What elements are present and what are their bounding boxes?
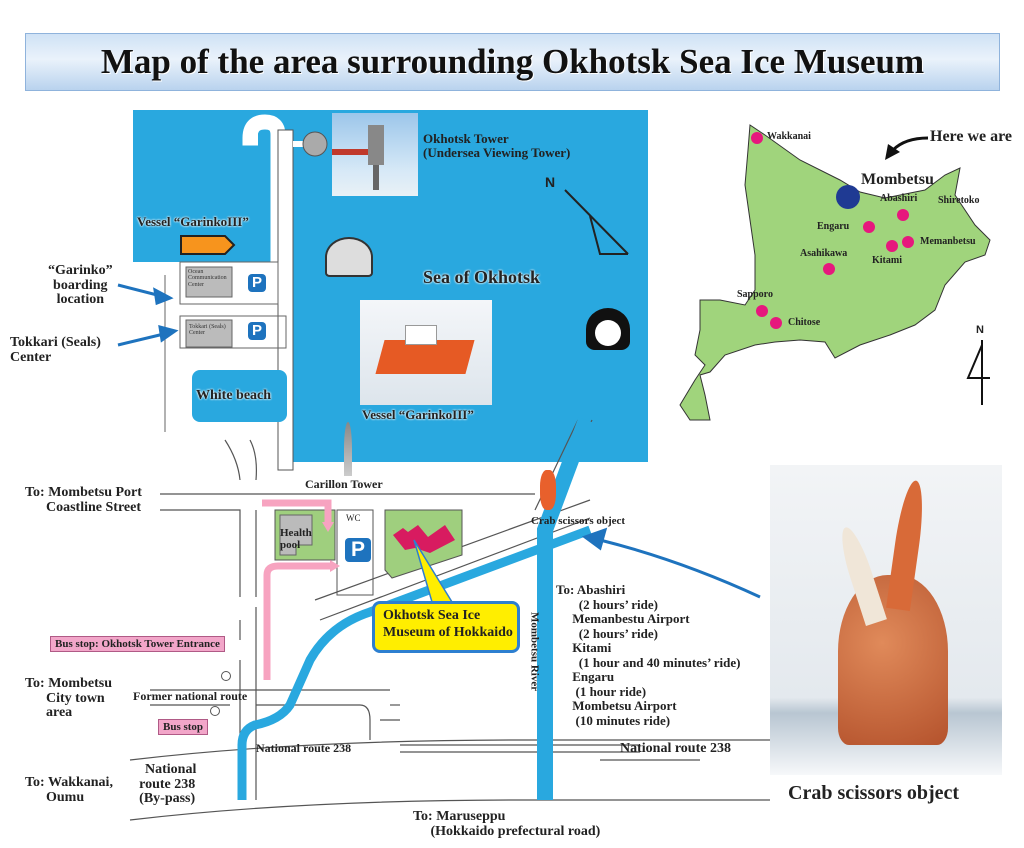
route-arrow-top	[262, 499, 332, 525]
city-engaru: Engaru	[817, 221, 850, 232]
map-title: Map of the area surrounding Okhotsk Sea …	[100, 42, 925, 81]
north-arrow-icon	[966, 340, 990, 405]
label-okhotsk-tower: Okhotsk Tower (Undersea Viewing Tower)	[423, 131, 571, 160]
title-banner: Map of the area surrounding Okhotsk Sea …	[25, 33, 1000, 91]
penguin-icon	[586, 308, 630, 350]
city-wakkanai: Wakkanai	[767, 131, 811, 142]
vessel-icon	[180, 235, 236, 255]
tower-base-icon	[302, 131, 328, 157]
museum-callout: Okhotsk Sea Ice Museum of Hokkaido	[372, 601, 520, 653]
label-crab-object: Crab scissors object	[531, 515, 626, 527]
bus-stop-marker	[221, 671, 231, 681]
museum-building-icon	[393, 525, 455, 553]
seal-icon	[325, 237, 373, 277]
parking-icons	[248, 274, 371, 562]
label-to-maruseppu: To: Maruseppu (Hokkaido prefectural road…	[413, 809, 601, 839]
mombetsu-dot	[836, 185, 860, 209]
label-to-city: To: Mombetsu City town area	[25, 676, 112, 721]
white-beach-area	[192, 370, 287, 422]
vessel-photo-caption: Vessel “GarinkoIII”	[362, 407, 474, 422]
label-white-beach: White beach	[196, 388, 272, 403]
canal	[237, 525, 592, 800]
label-to-wakkanai: To: Wakkanai, Oumu	[25, 775, 113, 805]
label-destinations: To: Abashiri (2 hours’ ride) Memanbestu …	[556, 582, 741, 728]
city-asahikawa: Asahikawa	[800, 248, 848, 259]
label-to-port: To: Mombetsu Port Coastline Street	[25, 485, 142, 515]
label-ocean-center: Ocean Communication Center	[188, 269, 227, 288]
okhotsk-tower-photo	[332, 113, 418, 196]
crab-scissors-photo	[770, 465, 1002, 775]
label-vessel-top: Vessel “GarinkoIII”	[137, 214, 249, 229]
label-wc: WC	[346, 513, 361, 523]
parking-label: P	[252, 322, 263, 339]
label-tokkari: Tokkari (Seals) Center	[10, 335, 101, 365]
label-national-route-right: National route 238	[620, 741, 731, 756]
here-arrow-icon	[891, 136, 929, 152]
compass-icon	[564, 189, 629, 255]
hokkaido-map	[679, 124, 991, 421]
route-arrow-side	[263, 562, 332, 680]
city-chitose: Chitose	[788, 317, 821, 328]
city-shiretoko: Shiretoko	[938, 195, 980, 206]
carillon-tower-icon	[344, 422, 352, 476]
hokkaido-north-label: N	[976, 324, 984, 336]
label-sea: Sea of Okhotsk	[423, 267, 541, 287]
label-national-route-mid: National route 238	[256, 741, 352, 755]
city-kitami: Kitami	[872, 255, 902, 266]
bus-stop-tower-label: Bus stop: Okhotsk Tower Entrance	[50, 636, 225, 652]
city-abashiri: Abashiri	[880, 193, 918, 204]
label-carillon: Carillon Tower	[305, 477, 383, 491]
label-tokkari-bldg: Tokkari (Seals) Center	[189, 324, 226, 337]
pier	[242, 114, 286, 465]
label-bypass: National route 238 (By-pass)	[139, 762, 197, 807]
label-health-pool: Health pool	[280, 527, 312, 551]
city-sapporo: Sapporo	[737, 289, 773, 300]
bus-stop-label: Bus stop	[158, 719, 209, 735]
crab-photo-caption: Crab scissors object	[788, 782, 960, 804]
label-mombetsu: Mombetsu	[861, 171, 934, 188]
label-former-route: Former national route	[133, 689, 248, 703]
pointer-arrows	[117, 283, 761, 599]
label-river: Mombetsu River	[528, 612, 541, 692]
parking-label: P	[252, 274, 263, 291]
vessel-photo	[360, 300, 492, 405]
crab-object-icon	[540, 470, 556, 510]
city-memanbetsu: Memanbetsu	[920, 236, 976, 247]
mombetsu-river	[537, 417, 594, 800]
label-garinko-boarding: “Garinko” boarding location	[48, 263, 113, 308]
parking-label: P	[351, 538, 366, 561]
bus-stop-marker	[210, 706, 220, 716]
city-dots	[751, 132, 914, 329]
label-here-we-are: Here we are	[930, 128, 1013, 145]
label-compass-north: N	[545, 174, 556, 190]
